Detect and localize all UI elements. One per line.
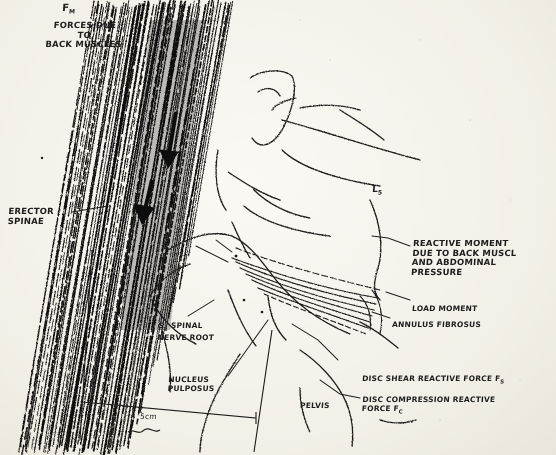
label-disc-shear-force: DISC SHEAR REACTIVE FORCE FS (362, 375, 505, 387)
spinous-process (250, 71, 294, 145)
label-nucleus-pulposus: NUCLEUS PULPOSUS (167, 376, 215, 393)
label-pelvis: PELVIS (300, 402, 330, 411)
label-load-moment: LOAD MOMENT (412, 305, 478, 314)
label-reactive-moment: REACTIVE MOMENT DUE TO BACK MUSCL AND AB… (411, 240, 556, 278)
sacrum-outline (168, 234, 350, 334)
disc-fibres (232, 248, 382, 334)
label-s1-spinal-nerve-root: S1 SPINAL NERVE ROOT (157, 322, 215, 343)
pelvis-outline (300, 350, 353, 446)
label-erector-spinae: ERECTOR SPINAE (7, 208, 54, 227)
label-forces-due-to-back-muscles: FORCES DUE TO BACK MUSCLES (45, 22, 123, 51)
label-fm: FM (62, 4, 76, 17)
label-annulus-fibrosus: ANNULUS FIBROSUS (392, 321, 482, 330)
label-disc-compression-force: DISC COMPRESSION REACTIVE FORCE FC (361, 396, 495, 417)
label-scale-5cm: 5cm (140, 413, 157, 422)
label-l5: L5 (372, 186, 383, 198)
l5-vertebral-body (282, 120, 420, 160)
